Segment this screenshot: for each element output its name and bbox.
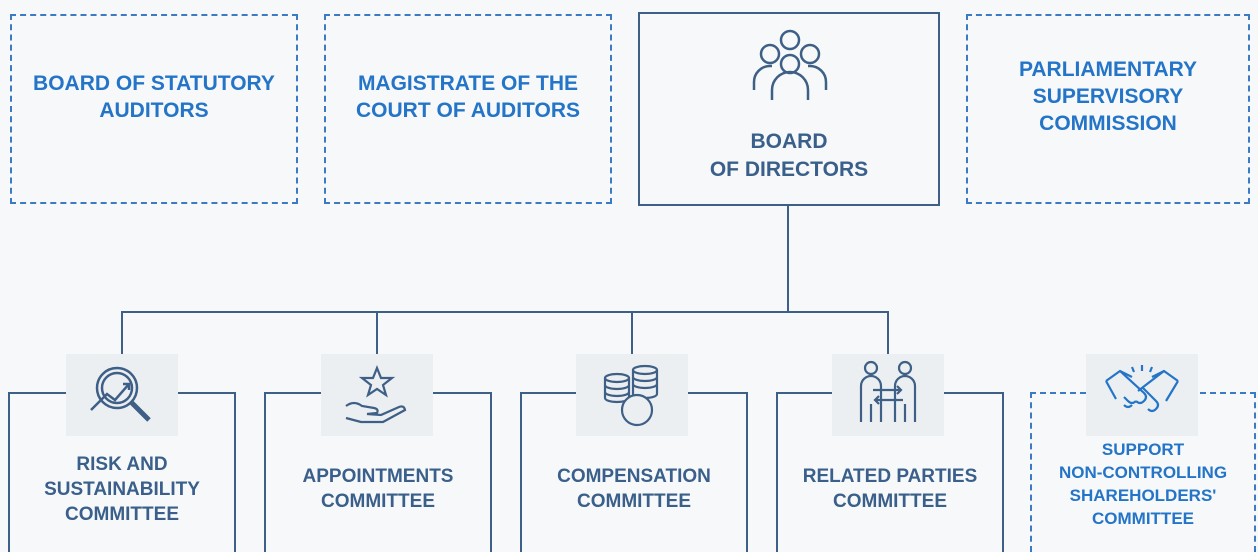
board-of-statutory-auditors-label: BOARD OF STATUTORY AUDITORS	[33, 72, 275, 122]
appointments-committee-label: APPOINTMENTS COMMITTEE	[302, 466, 454, 512]
related-parties-committee-box: RELATED PARTIES COMMITTEE	[776, 392, 1004, 552]
related-parties-committee-label: RELATED PARTIES COMMITTEE	[802, 466, 978, 512]
appointments-icon-tile	[321, 354, 433, 436]
connector-drop-related	[887, 311, 889, 355]
parliamentary-commission-box: PARLIAMENTARY SUPERVISORY COMMISSION	[966, 14, 1250, 204]
handshake-icon	[1102, 363, 1182, 428]
parliamentary-commission-label: PARLIAMENTARY SUPERVISORY COMMISSION	[1018, 57, 1198, 135]
coins-icon	[595, 358, 669, 433]
connector-drop-appointments	[376, 311, 378, 355]
board-of-statutory-auditors-box: BOARD OF STATUTORY AUDITORS	[10, 14, 298, 204]
appointments-committee-box: APPOINTMENTS COMMITTEE	[264, 392, 492, 552]
court-of-auditors-box: MAGISTRATE OF THE COURT OF AUDITORS	[324, 14, 612, 204]
hand-star-icon	[340, 360, 414, 431]
people-group-icon	[742, 28, 838, 107]
shareholders-icon-tile	[1086, 354, 1198, 436]
related-parties-icon-tile	[832, 354, 944, 436]
connector-vertical-main	[787, 206, 789, 312]
exchange-people-icon	[851, 358, 925, 433]
compensation-committee-label: COMPENSATION COMMITTEE	[557, 466, 711, 512]
risk-icon-tile	[66, 354, 178, 436]
connector-horizontal	[121, 311, 889, 313]
board-of-directors-box: BOARD OF DIRECTORS	[638, 12, 940, 206]
connector-drop-risk	[121, 311, 123, 355]
board-of-directors-label: BOARD OF DIRECTORS	[709, 130, 869, 181]
court-of-auditors-label: MAGISTRATE OF THE COURT OF AUDITORS	[356, 72, 580, 122]
compensation-icon-tile	[576, 354, 688, 436]
non-controlling-shareholders-committee-label: SUPPORT NON-CONTROLLING SHAREHOLDERS' CO…	[1058, 440, 1228, 528]
risk-sustainability-committee-box: RISK AND SUSTAINABILITY COMMITTEE	[8, 392, 236, 552]
magnifier-chart-icon	[85, 360, 159, 431]
connector-drop-compensation	[631, 311, 633, 355]
risk-sustainability-committee-label: RISK AND SUSTAINABILITY COMMITTEE	[44, 454, 200, 525]
